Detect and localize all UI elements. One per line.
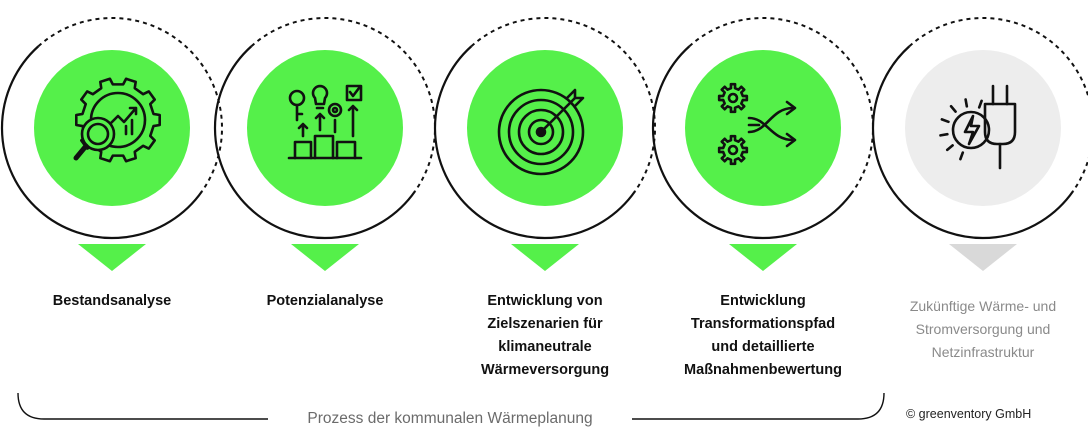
step-label-line: Zukünftige Wärme- und: [909, 298, 1057, 314]
step-label-1: Bestandsanalyse: [12, 290, 212, 313]
process-step-2: [213, 17, 436, 271]
step-ring-solid: [871, 45, 1075, 240]
step-label-line: klimaneutrale: [498, 339, 592, 355]
process-step-3: [433, 17, 656, 271]
step-ring-solid: [0, 45, 204, 240]
target-arrow-icon: [497, 88, 585, 176]
plug-energy-icon: [939, 84, 1017, 170]
step-ring-solid: [213, 45, 417, 240]
step-label-line: Entwicklung von: [487, 293, 603, 309]
step-label-line: Potenzialanalyse: [266, 293, 384, 309]
step-label-2: Potenzialanalyse: [225, 290, 425, 313]
step-pointer: [729, 244, 797, 271]
step-pointer: [291, 244, 359, 271]
step-pointer: [78, 244, 146, 271]
step-label-line: Zielszenarien für: [487, 316, 603, 332]
step-ring-dashed: [250, 17, 436, 192]
step-label-line: Entwicklung: [720, 293, 806, 309]
step-label-line: Stromversorgung und: [915, 321, 1051, 337]
step-ring-dashed: [908, 17, 1088, 192]
step-ring-dashed: [688, 17, 874, 192]
process-bracket: [17, 392, 885, 420]
gears-arrows-icon: [717, 82, 797, 166]
copyright-text: © greenventory GmbH: [906, 407, 1032, 421]
process-label: Prozess der kommunalen Wärmeplanung: [270, 409, 630, 429]
process-step-1: [0, 17, 223, 271]
step-circle: [685, 50, 841, 206]
step-label-line: Netzinfrastruktur: [931, 344, 1035, 360]
step-ring-dashed: [470, 17, 656, 192]
key-bulb-gear-check-icon: [287, 84, 363, 160]
gear-magnifier-chart-icon: [73, 77, 161, 163]
step-ring-solid: [651, 45, 855, 240]
step-label-line: Wärmeversorgung: [480, 362, 610, 378]
step-circle: [905, 50, 1061, 206]
step-ring-dashed: [37, 17, 223, 192]
process-step-4: [651, 17, 874, 271]
step-label-line: und detaillierte: [711, 339, 815, 355]
step-label-line: Maßnahmenbewertung: [684, 362, 842, 378]
step-pointer: [511, 244, 579, 271]
step-circle: [247, 50, 403, 206]
step-label-line: Bestandsanalyse: [52, 293, 172, 309]
step-ring-solid: [433, 45, 637, 240]
process-step-5: [871, 17, 1088, 271]
step-pointer: [949, 244, 1017, 271]
step-label-line: Transformationspfad: [690, 316, 836, 332]
